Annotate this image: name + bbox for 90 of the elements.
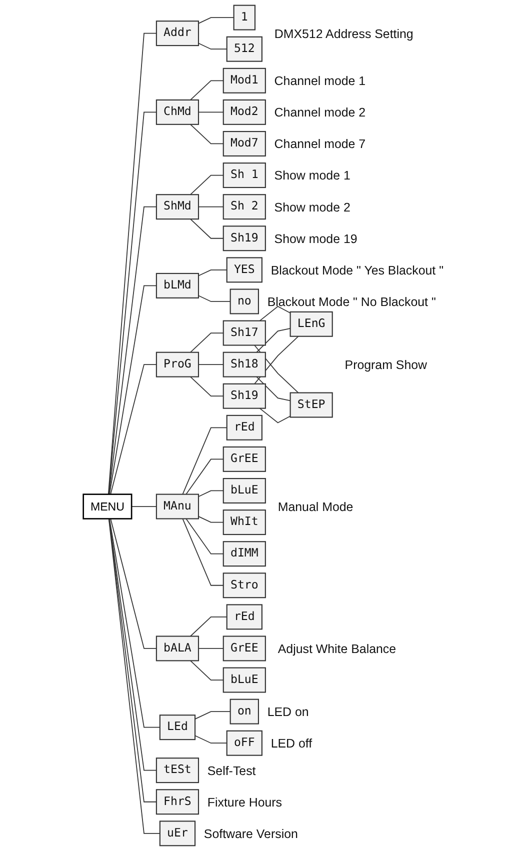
node-box: ShMd bbox=[156, 194, 199, 220]
connector bbox=[198, 295, 230, 302]
node-box: bLMd bbox=[156, 272, 199, 298]
node-box: GrEE bbox=[222, 446, 266, 472]
connector bbox=[190, 660, 224, 680]
connector bbox=[198, 364, 224, 366]
node-box: ChMd bbox=[156, 99, 199, 125]
node-box: FhrS bbox=[156, 789, 199, 815]
connector bbox=[198, 112, 224, 113]
connector bbox=[190, 174, 224, 196]
connector bbox=[194, 735, 227, 744]
connector bbox=[256, 328, 290, 353]
connector bbox=[198, 516, 224, 523]
connector bbox=[190, 80, 224, 100]
description-text: Channel mode 7 bbox=[274, 137, 366, 152]
connector bbox=[182, 427, 227, 495]
description-text: Channel mode 2 bbox=[274, 106, 366, 120]
connector bbox=[190, 218, 224, 239]
connector bbox=[108, 32, 157, 495]
description-text: LED on bbox=[267, 705, 308, 720]
section-label: DMX512 Address Setting bbox=[274, 26, 413, 41]
node-box: tESt bbox=[156, 758, 199, 784]
node-box: rEd bbox=[226, 604, 262, 630]
node-box: GrEE bbox=[222, 636, 266, 662]
section-label: Adjust White Balance bbox=[278, 642, 396, 656]
node-box: oFF bbox=[226, 730, 262, 756]
node-box: Sh18 bbox=[222, 352, 266, 378]
node-box: Mod2 bbox=[222, 99, 266, 125]
description-text: LED off bbox=[270, 736, 312, 751]
connector bbox=[198, 17, 234, 24]
connector bbox=[108, 206, 157, 495]
node-box: 512 bbox=[226, 36, 262, 62]
node-box: ProG bbox=[156, 352, 199, 378]
connector bbox=[190, 332, 224, 353]
connector bbox=[185, 518, 224, 554]
description-text: Show mode 1 bbox=[274, 168, 350, 183]
connector bbox=[198, 648, 224, 649]
node-box: Addr bbox=[156, 20, 199, 46]
node-box: bLuE bbox=[222, 478, 266, 504]
connector bbox=[130, 506, 157, 507]
node-box: 1 bbox=[232, 4, 256, 30]
connector bbox=[110, 518, 157, 649]
connector bbox=[108, 112, 157, 495]
node-box: MENU bbox=[82, 494, 132, 520]
connector bbox=[256, 376, 290, 402]
connector bbox=[108, 518, 160, 834]
node-box: uEr bbox=[159, 820, 196, 846]
description-text: Blackout Mode " No Blackout " bbox=[267, 294, 436, 309]
description-text: Blackout Mode " Yes Blackout " bbox=[270, 263, 444, 278]
connector bbox=[190, 376, 224, 397]
connector bbox=[185, 458, 224, 495]
node-box: Sh17 bbox=[222, 320, 266, 346]
node-box: Sh 1 bbox=[222, 162, 266, 188]
connector bbox=[198, 490, 224, 498]
node-box: rEd bbox=[226, 414, 262, 440]
node-box: StEP bbox=[289, 392, 333, 418]
connector bbox=[190, 616, 227, 637]
section-label: Manual Mode bbox=[278, 500, 353, 514]
node-box: MAnu bbox=[156, 494, 199, 520]
connector bbox=[194, 711, 230, 720]
connector bbox=[108, 518, 160, 728]
node-box: Sh19 bbox=[222, 383, 266, 409]
connector bbox=[182, 518, 224, 586]
node-box: WhIt bbox=[222, 510, 266, 536]
description-text: Fixture Hours bbox=[207, 795, 282, 810]
node-box: Stro bbox=[222, 572, 266, 598]
connector bbox=[198, 206, 224, 208]
description-text: Channel mode 1 bbox=[274, 74, 366, 88]
node-box: bLuE bbox=[222, 667, 266, 693]
node-box: bALA bbox=[156, 636, 199, 662]
node-box: on bbox=[229, 698, 259, 724]
node-box: Mod1 bbox=[222, 68, 266, 94]
section-label: Program Show bbox=[344, 358, 427, 372]
connector bbox=[108, 285, 157, 495]
connector bbox=[190, 124, 224, 144]
node-box: Sh19 bbox=[222, 226, 266, 252]
connector bbox=[110, 364, 157, 495]
description-text: Software Version bbox=[204, 826, 298, 841]
node-box: LEd bbox=[159, 714, 196, 740]
node-box: no bbox=[229, 288, 259, 314]
description-text: Show mode 2 bbox=[274, 200, 350, 214]
connector bbox=[198, 42, 227, 50]
node-box: Mod7 bbox=[222, 131, 266, 156]
connector bbox=[198, 270, 227, 276]
node-box: YES bbox=[226, 257, 262, 283]
description-text: Self-Test bbox=[207, 764, 256, 778]
description-text: Show mode 19 bbox=[274, 232, 357, 246]
node-box: Sh 2 bbox=[222, 194, 266, 220]
node-box: dIMM bbox=[222, 541, 266, 567]
node-box: LEnG bbox=[289, 311, 333, 337]
